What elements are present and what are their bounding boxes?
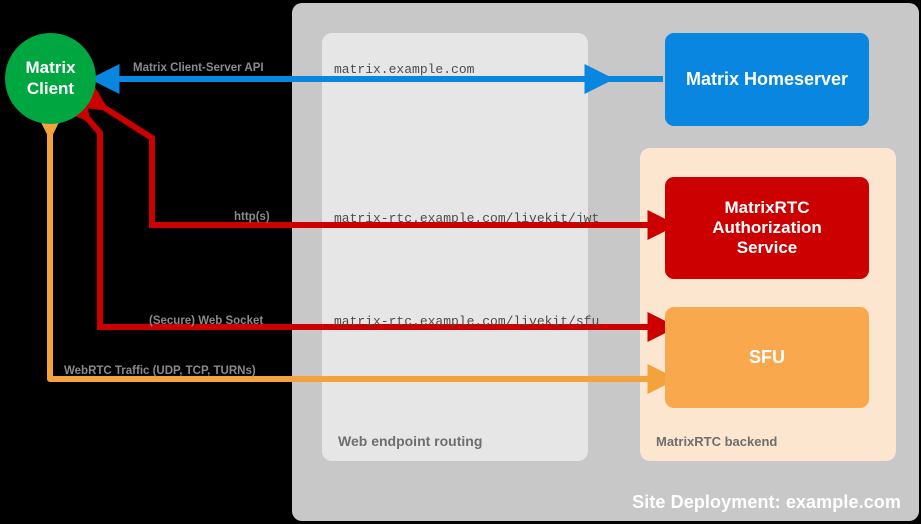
node-matrix-client[interactable]: Matrix Client — [5, 33, 96, 124]
endpoint-label-matrix-domain: matrix.example.com — [334, 62, 475, 77]
matrix-homeserver-label: Matrix Homeserver — [685, 68, 849, 89]
edge-livekit-jwt — [75, 81, 678, 240]
edge-label-webrtc-traffic: WebRTC Traffic (UDP, TCP, TURNs) — [64, 365, 256, 377]
matrix-client-label-line2: Client — [26, 78, 75, 98]
site-deployment-title: Site Deployment: example.com — [632, 492, 901, 512]
auth-service-label-line1: MatrixRTC — [724, 197, 810, 217]
edge-label-web-socket: (Secure) Web Socket — [149, 315, 264, 327]
endpoint-label-livekit-jwt: matrix-rtc.example.com/livekit/jwt — [334, 211, 600, 226]
web-endpoint-routing-title: Web endpoint routing — [338, 433, 483, 449]
node-sfu[interactable]: SFU — [665, 307, 869, 408]
auth-service-label-line2: Authorization — [712, 217, 822, 237]
auth-service-label-line3: Service — [736, 238, 798, 258]
node-matrixrtc-authorization-service[interactable]: MatrixRTC Authorization Service — [665, 177, 869, 279]
edge-label-https: http(s) — [234, 211, 270, 223]
node-matrix-homeserver[interactable]: Matrix Homeserver — [665, 33, 869, 126]
sfu-label: SFU — [749, 346, 785, 367]
edge-webrtc-media — [35, 110, 678, 394]
matrixrtc-backend-title: MatrixRTC backend — [656, 434, 778, 449]
endpoint-label-livekit-sfu: matrix-rtc.example.com/livekit/sfu — [334, 314, 600, 329]
matrix-client-label-line1: Matrix — [25, 58, 76, 78]
edge-label-matrix-client-server-api: Matrix Client-Server API — [133, 62, 264, 74]
